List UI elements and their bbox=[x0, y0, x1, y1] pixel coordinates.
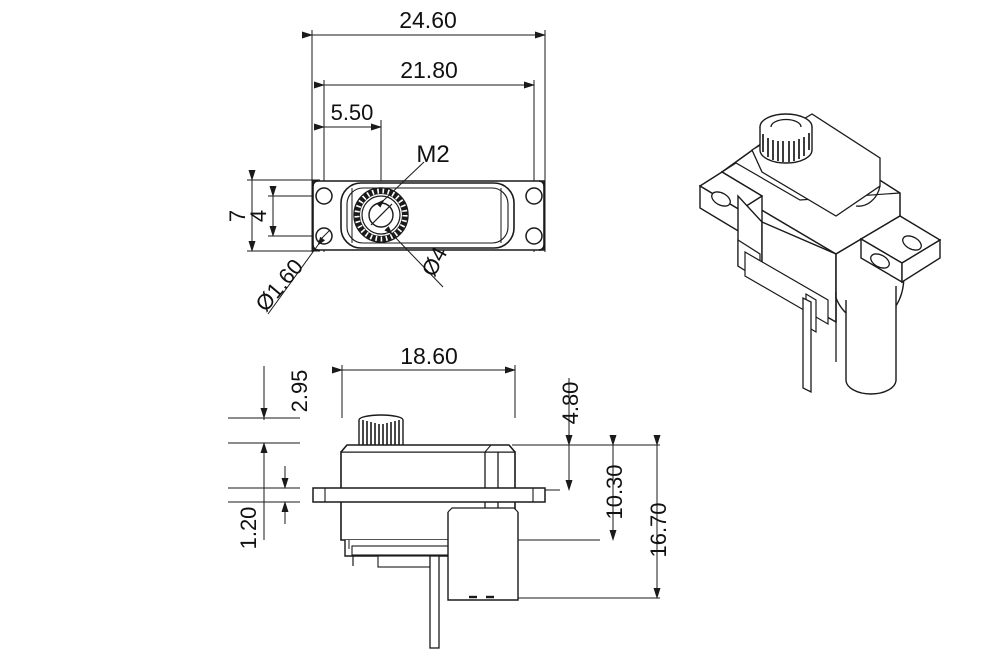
mount-hole-bottom-right bbox=[525, 227, 543, 245]
dim-label-flange-to-top: 4.80 bbox=[558, 382, 583, 425]
top-view-group bbox=[247, 30, 546, 315]
front-wire-lead bbox=[429, 555, 440, 649]
iso-spline-teeth bbox=[762, 133, 810, 162]
front-mounting-flange bbox=[312, 487, 546, 503]
isometric-view-group bbox=[698, 113, 942, 395]
iso-ear-right-hole-lower bbox=[870, 253, 890, 269]
dim-label-mount-span: 21.80 bbox=[400, 57, 458, 83]
dim-label-body-width: 18.60 bbox=[400, 343, 458, 369]
callout-label-mount-hole: Ø1.60 bbox=[250, 254, 308, 316]
front-spline-body bbox=[358, 420, 404, 447]
callout-label-m2: M2 bbox=[416, 141, 449, 168]
dim-label-hole-spacing: 4 bbox=[246, 210, 271, 222]
m2-leader bbox=[376, 161, 425, 208]
top-view-extension-lines bbox=[247, 30, 546, 252]
front-motor-can-top bbox=[447, 507, 519, 513]
dim-label-flange-thick: 1.20 bbox=[236, 507, 261, 550]
mount-hole-leader bbox=[267, 236, 326, 315]
spline-teeth bbox=[354, 188, 408, 242]
front-lower-case-inner bbox=[351, 545, 465, 556]
dim-label-spline-height: 2.95 bbox=[287, 370, 312, 413]
iso-ear-right-hole-upper bbox=[902, 235, 922, 251]
front-motor-can bbox=[447, 512, 519, 601]
iso-top-face-round bbox=[855, 185, 881, 207]
top-body-inner-outline bbox=[346, 187, 509, 244]
iso-ear-right-side bbox=[901, 238, 941, 284]
dim-label-body-height: 10.30 bbox=[602, 464, 627, 519]
front-view-group bbox=[228, 365, 661, 649]
front-body-top-chamfer bbox=[340, 444, 516, 453]
mount-hole-top-right bbox=[525, 187, 543, 205]
front-spline-teeth bbox=[362, 420, 400, 446]
plate-corner-fillets bbox=[312, 180, 545, 251]
iso-wire-lead bbox=[802, 296, 812, 394]
dim-label-overall-width: 24.60 bbox=[399, 7, 457, 33]
front-body-seam-chamfer bbox=[484, 444, 492, 453]
iso-ear-left-hole bbox=[711, 191, 731, 207]
spline-hub-slot bbox=[370, 203, 393, 226]
shaft-dia-leader bbox=[384, 226, 444, 288]
dim-label-shaft-offset: 5.50 bbox=[331, 100, 374, 125]
front-connector-block bbox=[377, 555, 431, 568]
dim-label-overall-height: 7 bbox=[225, 210, 250, 222]
mount-hole-top-left bbox=[315, 187, 333, 205]
iso-motor-can bbox=[845, 286, 897, 395]
dim-label-total-height: 16.70 bbox=[646, 502, 671, 557]
